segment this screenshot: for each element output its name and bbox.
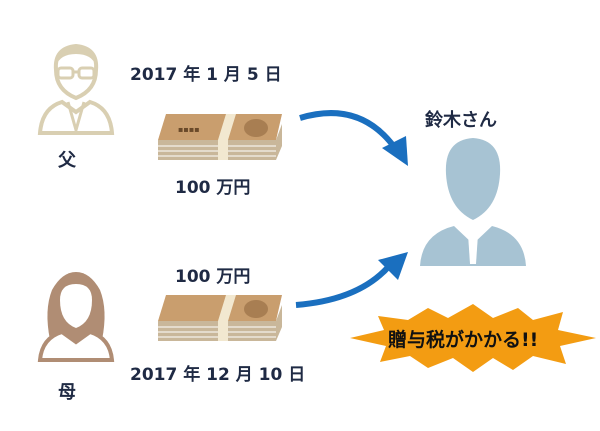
arrow-father-to-recipient (299, 110, 398, 150)
gift-arrows (295, 110, 408, 308)
father-label: 父 (58, 150, 76, 171)
arrow-head-icon (382, 136, 408, 166)
gift-tax-alert-text: 贈与税がかかる!! (388, 329, 539, 351)
money-stack-icon (158, 295, 282, 341)
father-gift-amount: 100 万円 (175, 178, 251, 198)
recipient-label: 鈴木さん (425, 110, 497, 131)
recipient-person-icon (420, 138, 526, 266)
father-icon (37, 43, 115, 135)
svg-text:▪▪▪▪: ▪▪▪▪ (178, 125, 200, 134)
money-stack-icon: ▪▪▪▪ (158, 114, 282, 160)
father-gift-date: 2017 年 1 月 5 日 (130, 65, 282, 85)
arrow-mother-to-recipient (295, 263, 393, 308)
mother-label: 母 (58, 382, 76, 403)
mother-gift-amount: 100 万円 (175, 267, 251, 287)
arrow-head-icon (378, 252, 408, 280)
alert-burst (350, 304, 596, 372)
mother-gift-date: 2017 年 12 月 10 日 (130, 365, 306, 385)
mother-icon (37, 272, 115, 362)
